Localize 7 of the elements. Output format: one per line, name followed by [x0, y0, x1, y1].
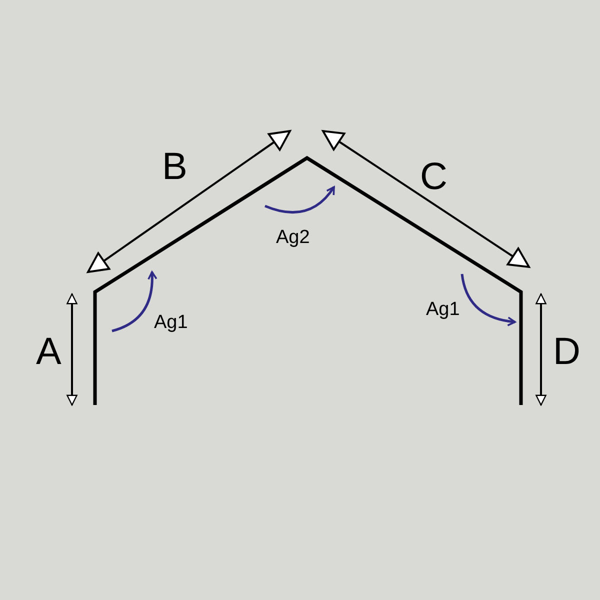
- dimension-label: A: [36, 333, 62, 371]
- dimension-label: B: [162, 148, 188, 186]
- angle-label: Ag2: [276, 228, 310, 247]
- dimension-label: D: [553, 333, 580, 371]
- angle-label: Ag1: [154, 313, 188, 332]
- dimension-label: C: [420, 158, 448, 196]
- angle-label: Ag1: [426, 300, 460, 319]
